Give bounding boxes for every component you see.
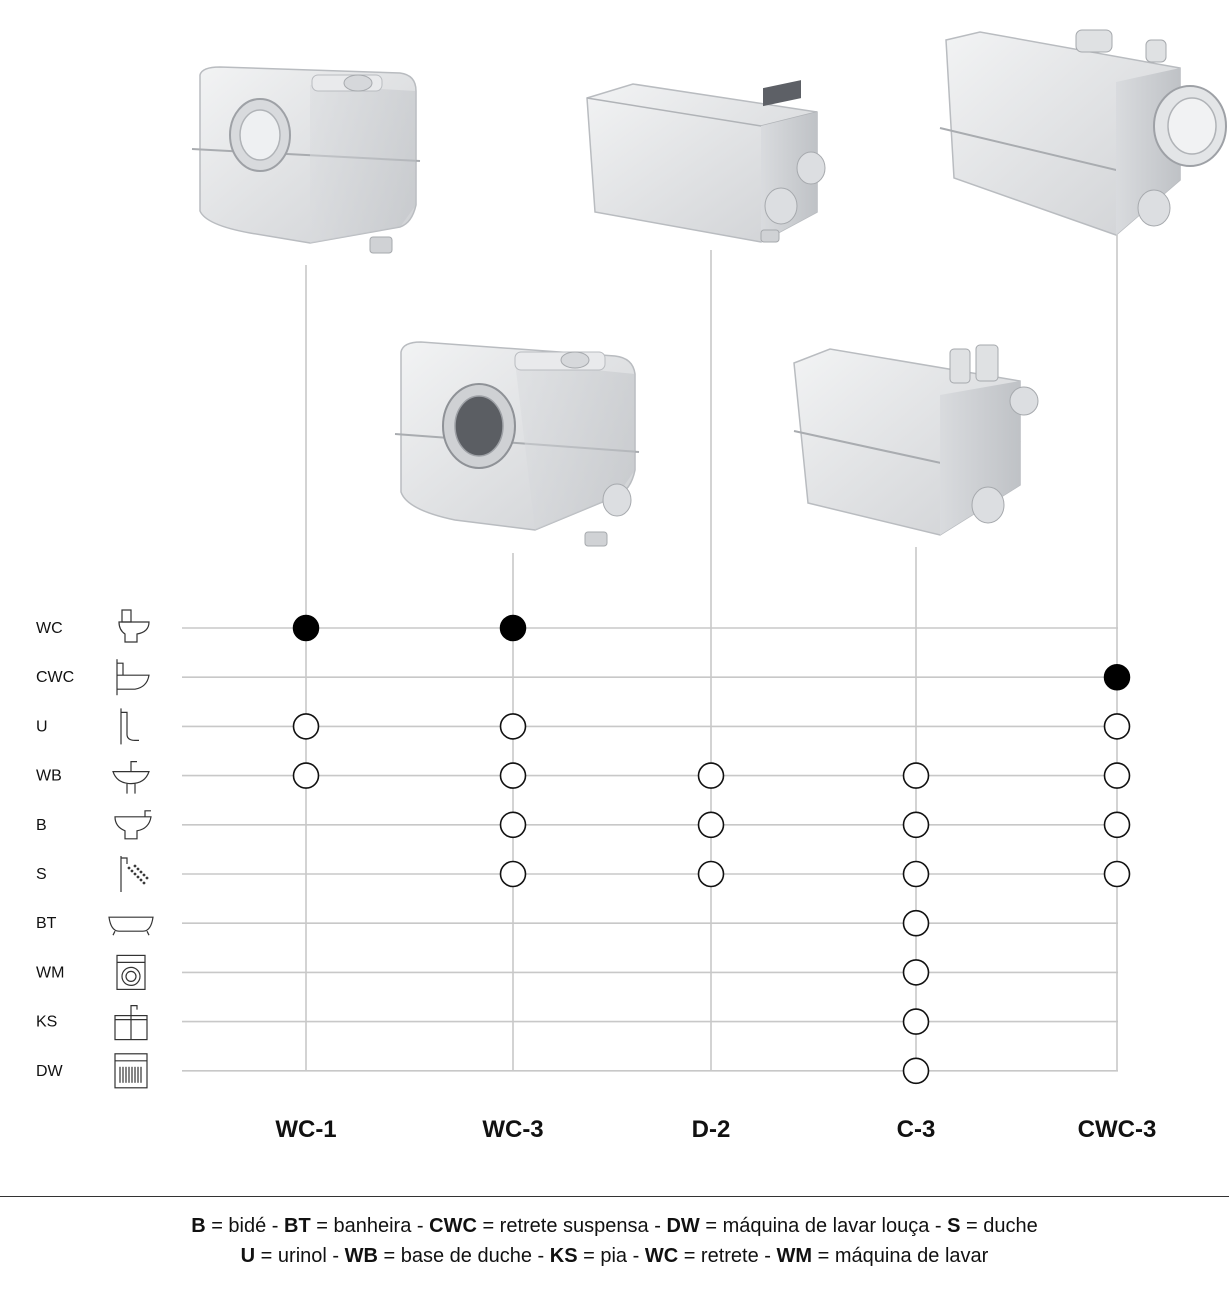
filled-dot-wc-1-wc xyxy=(292,614,320,642)
column-label-d-2: D-2 xyxy=(692,1116,731,1143)
legend-code-ks: KS xyxy=(549,1245,578,1267)
open-dot-c-3-wm xyxy=(902,959,930,986)
bathtub-icon xyxy=(108,916,154,936)
open-dot-c-3-bt xyxy=(902,909,930,937)
lifting-unit-c3-image xyxy=(793,344,1039,536)
row-label-ks: KS xyxy=(36,1014,57,1031)
legend-code-bt: BT xyxy=(284,1215,311,1237)
open-dot-wc-3-u xyxy=(499,713,527,740)
legend-code-dw: DW xyxy=(666,1215,700,1237)
shower-icon xyxy=(120,856,149,892)
legend-text-wb: = base de duche xyxy=(377,1245,532,1267)
lifting-unit-wc1-image xyxy=(191,66,421,254)
open-dot-wc-3-wb xyxy=(499,762,527,789)
open-dot-wc-1-u xyxy=(292,713,320,740)
legend-text-dw: = máquina de lavar louça xyxy=(699,1215,930,1237)
open-dot-c-3-b xyxy=(902,811,930,839)
row-label-b: B xyxy=(36,817,47,834)
row-label-wb: WB xyxy=(36,768,62,785)
legend-code-wm: WM xyxy=(776,1245,813,1267)
legend-code-wb: WB xyxy=(344,1245,378,1267)
lifting-unit-d2-image xyxy=(586,80,826,243)
legend-text-u: = urinol xyxy=(255,1245,327,1267)
legend-text-wm: = máquina de lavar xyxy=(812,1245,989,1267)
open-dot-cwc-3-u xyxy=(1103,713,1131,740)
legend-text-s: = duche xyxy=(960,1215,1038,1237)
open-dot-c-3-dw xyxy=(902,1057,930,1085)
open-dot-c-3-ks xyxy=(902,1008,930,1035)
legend-line-2: U = urinol - WB = base de duche - KS = p… xyxy=(240,1245,989,1267)
washing-machine-icon xyxy=(116,954,146,991)
open-dot-d-2-b xyxy=(697,811,725,839)
urinal-icon xyxy=(120,708,139,745)
connection-diagram: WC CWC U WB B S BT WM KS DW WC-1 WC-3 D-2 C-3 CWC-3 xyxy=(36,29,1227,1143)
legend-text-ks: = pia xyxy=(577,1245,628,1267)
row-label-wc: WC xyxy=(36,620,63,637)
open-dot-c-3-s xyxy=(902,860,930,888)
open-dot-wc-3-s xyxy=(499,860,527,888)
legend-text-b: = bidé xyxy=(205,1215,267,1237)
open-dot-d-2-wb xyxy=(697,762,725,789)
open-dot-wc-3-b xyxy=(499,811,527,839)
row-label-cwc: CWC xyxy=(36,669,74,686)
legend-code-b: B xyxy=(191,1215,206,1237)
bidet-icon xyxy=(114,810,152,840)
lifting-unit-cwc3-image xyxy=(939,29,1227,236)
legend-code-u: U xyxy=(240,1245,256,1267)
column-label-wc-3: WC-3 xyxy=(482,1116,543,1143)
legend-text-wc: = retrete xyxy=(678,1245,759,1267)
legend-divider xyxy=(0,1196,1229,1197)
open-dot-cwc-3-b xyxy=(1103,811,1131,839)
column-label-wc-1: WC-1 xyxy=(275,1116,336,1143)
filled-dot-wc-3-wc xyxy=(499,614,527,642)
open-dot-d-2-s xyxy=(697,860,725,888)
row-label-dw: DW xyxy=(36,1063,64,1080)
legend-code-wc: WC xyxy=(644,1245,679,1267)
column-label-c-3: C-3 xyxy=(897,1116,936,1143)
washbasin-icon xyxy=(112,760,150,794)
row-label-wm: WM xyxy=(36,964,64,981)
wall-hung-toilet-icon xyxy=(116,659,150,696)
open-dot-c-3-wb xyxy=(902,762,930,789)
row-label-bt: BT xyxy=(36,915,57,932)
legend-line-1: B = bidé - BT = banheira - CWC = retrete… xyxy=(191,1215,1038,1237)
open-dot-cwc-3-s xyxy=(1103,860,1131,888)
toilet-icon xyxy=(118,609,150,643)
legend-text-cwc: = retrete suspensa xyxy=(476,1215,649,1237)
row-label-u: U xyxy=(36,718,48,735)
open-dot-cwc-3-wb xyxy=(1103,762,1131,789)
legend-code-cwc: CWC xyxy=(429,1215,477,1237)
column-label-cwc-3: CWC-3 xyxy=(1078,1116,1157,1143)
dishwasher-icon xyxy=(114,1053,148,1089)
open-dot-wc-1-wb xyxy=(292,762,320,789)
legend-text-bt: = banheira xyxy=(310,1215,412,1237)
lifting-unit-wc3-image xyxy=(394,341,640,547)
row-label-s: S xyxy=(36,866,47,883)
kitchen-sink-icon xyxy=(114,1004,148,1041)
legend-code-s: S xyxy=(947,1215,961,1237)
filled-dot-cwc-3-cwc xyxy=(1103,663,1131,691)
